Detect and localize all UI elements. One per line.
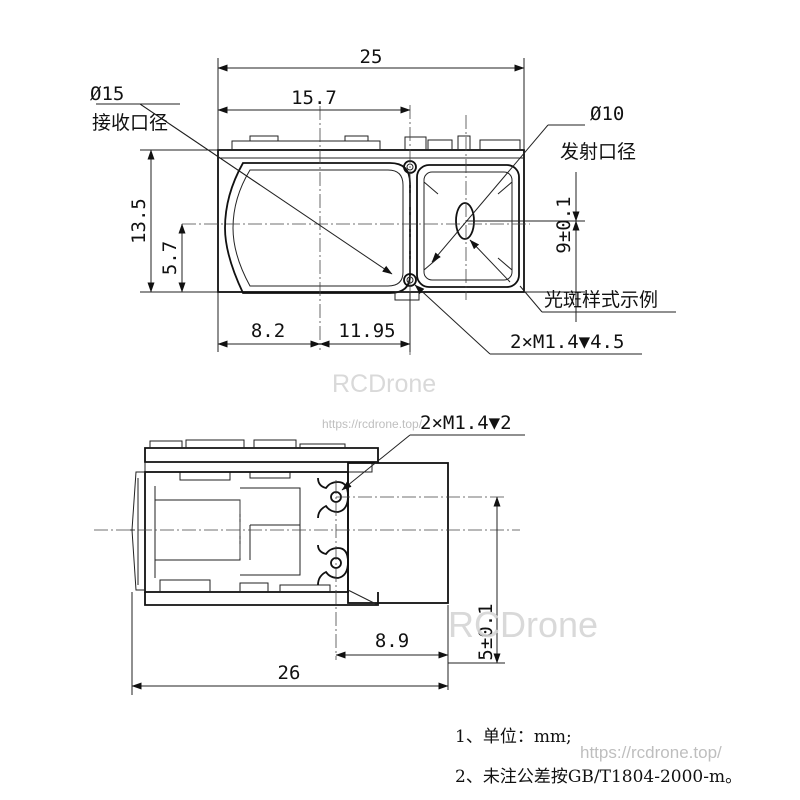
tx-aperture-diameter: Ø10 <box>590 103 624 125</box>
tx-aperture-label: 发射口径 <box>560 141 636 163</box>
dim-left-to-hole: 8.2 <box>251 320 285 342</box>
screw-spec-top: 2×M1.4▼4.5 <box>510 331 624 353</box>
watermark-brand-top: RCDrone <box>332 370 436 398</box>
receiver-window-inner <box>232 169 404 287</box>
side-body-outline <box>144 471 349 593</box>
dim-rx-offset: 15.7 <box>291 87 337 109</box>
spot-leader <box>519 285 543 313</box>
top-connector-right <box>404 135 521 150</box>
watermarks: RCDrone https://rcdrone.top/ RCDrone htt… <box>322 370 722 762</box>
watermark-brand-bottom: RCDrone <box>448 604 598 645</box>
watermark-url-top: https://rcdrone.top/ <box>322 417 423 431</box>
transmitter-window-inner <box>423 171 513 281</box>
rx-aperture-label: 接收口径 <box>92 112 168 134</box>
top-view: 25 15.7 Ø15 接收口径 Ø10 发射口径 13.5 5.7 9±0.1 <box>90 46 676 355</box>
screw-spec-side: 2×M1.4▼2 <box>420 412 512 434</box>
screw-leader-top <box>414 284 491 355</box>
side-inner-lens-rx <box>154 486 241 578</box>
dim-hole-offset: 8.9 <box>375 630 409 652</box>
rx-diameter-leader-ext <box>139 103 261 186</box>
note-units: 1、单位：mm; <box>455 727 572 747</box>
top-connector-strip <box>231 135 381 150</box>
dim-center-height: 5±0.1 <box>475 603 497 660</box>
dim-height: 13.5 <box>128 198 150 244</box>
bottom-tab <box>394 291 420 301</box>
side-top-components <box>149 439 346 448</box>
note-tolerance: 2、未注公差按GB/T1804-2000-m。 <box>455 767 742 787</box>
side-front-face <box>131 471 145 591</box>
dim-tx-center-height: 9±0.1 <box>553 196 575 253</box>
tx-diameter-leader <box>431 124 549 263</box>
side-barrel-chamfer <box>347 589 379 606</box>
rx-aperture-diameter: Ø15 <box>90 83 124 105</box>
spot-leader-arrow <box>469 239 511 283</box>
transmitter-corner-lines <box>423 181 513 271</box>
side-mount-boss-lower <box>317 544 349 586</box>
side-bottom-components <box>159 579 331 592</box>
side-view: 2×M1.4▼2 5±0.1 8.9 26 <box>94 412 525 695</box>
dim-lower-offset: 5.7 <box>159 241 181 275</box>
mount-hole-upper-inner <box>406 163 414 171</box>
watermark-url-bottom: https://rcdrone.top/ <box>580 743 722 762</box>
transmitter-window <box>416 164 520 288</box>
side-bottom-pcb <box>144 592 379 606</box>
side-lens-barrel <box>347 462 449 604</box>
receiver-window <box>224 162 411 294</box>
dim-hole-to-right: 11.95 <box>338 320 395 342</box>
notes-block: 1、单位：mm; 2、未注公差按GB/T1804-2000-m。 <box>455 727 742 787</box>
side-top-pcb-lower <box>144 462 373 473</box>
screw-leader-side <box>341 434 411 491</box>
dim-overall-length: 26 <box>278 662 301 684</box>
side-inner-block <box>240 487 301 576</box>
side-top-chips <box>179 472 291 481</box>
side-top-pcb <box>144 447 379 463</box>
side-mount-boss-upper <box>317 477 349 519</box>
spot-pattern-label: 光斑样式示例 <box>544 289 658 311</box>
dim-overall-width: 25 <box>360 46 383 68</box>
